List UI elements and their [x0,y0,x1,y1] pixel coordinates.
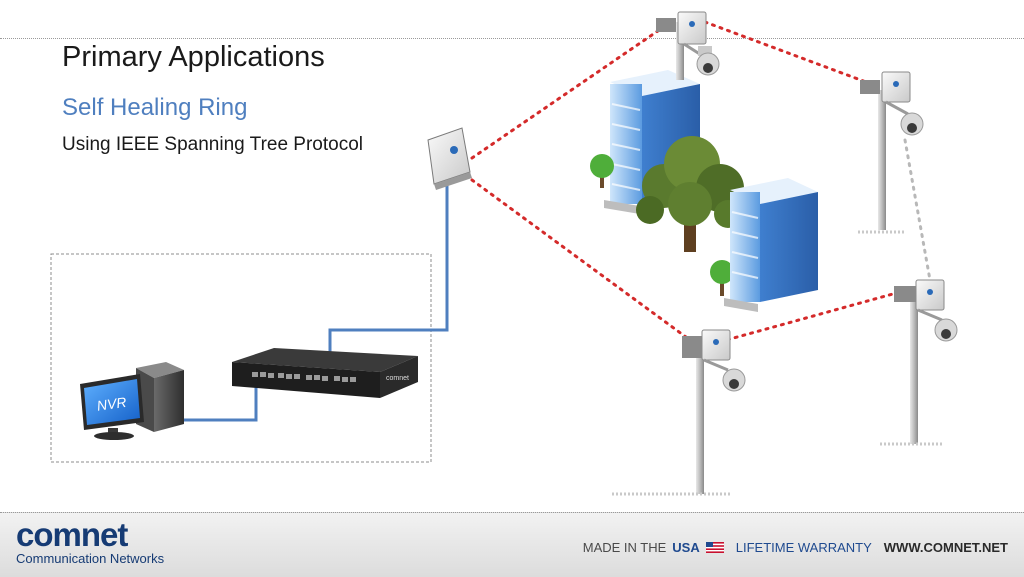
website-link[interactable]: WWW.COMNET.NET [883,540,1008,555]
made-in-text: MADE IN THE [582,540,667,555]
us-flag-icon [705,542,724,553]
slide-subtext: Using IEEE Spanning Tree Protocol [62,134,364,155]
slide-subtitle: Self Healing Ring [62,94,248,121]
equipment-enclosure [50,253,432,463]
logo-subtitle: Communication Networks [16,551,165,566]
camera-pole-icon [858,71,924,234]
switch-brand-label: comnet [386,375,409,382]
tree-icon [636,136,744,252]
shrub-icon [590,154,614,188]
camera-pole-icon [612,329,746,496]
footer-bar: comnet Communication Networks MADE IN TH… [0,512,1024,577]
ring-link-b [703,20,868,84]
cable-radio-to-switch [328,180,449,360]
nvr-label: NVR [96,394,128,414]
camera-pole-icon [656,11,720,80]
slide-title: Primary Applications [62,41,325,73]
standby-link [903,138,932,282]
network-diagram: comnet NVR [50,11,958,496]
cable-nvr-to-switch [180,384,258,422]
ring-links [470,20,902,346]
ethernet-switch-icon: comnet [232,348,418,398]
ring-link-d [710,290,902,346]
ring-link-c [470,178,692,342]
comnet-logo: comnet Communication Networks [16,518,164,566]
usa-text: USA [672,540,700,555]
camera-pole-icon [880,279,958,446]
building-front-icon [724,178,818,312]
warranty-text: LIFETIME WARRANTY [735,540,872,555]
logo-wordmark: comnet [16,516,128,553]
nvr-computer-icon: NVR [80,362,184,440]
ethernet-cables [180,180,449,422]
ring-link-a [470,22,670,160]
shrub-icon [710,260,734,296]
wireless-radio-icon [427,127,472,190]
footer-tagline: MADE IN THE USA LIFETIME WARRANTY WWW.CO… [583,540,1008,555]
top-divider [0,38,1024,39]
